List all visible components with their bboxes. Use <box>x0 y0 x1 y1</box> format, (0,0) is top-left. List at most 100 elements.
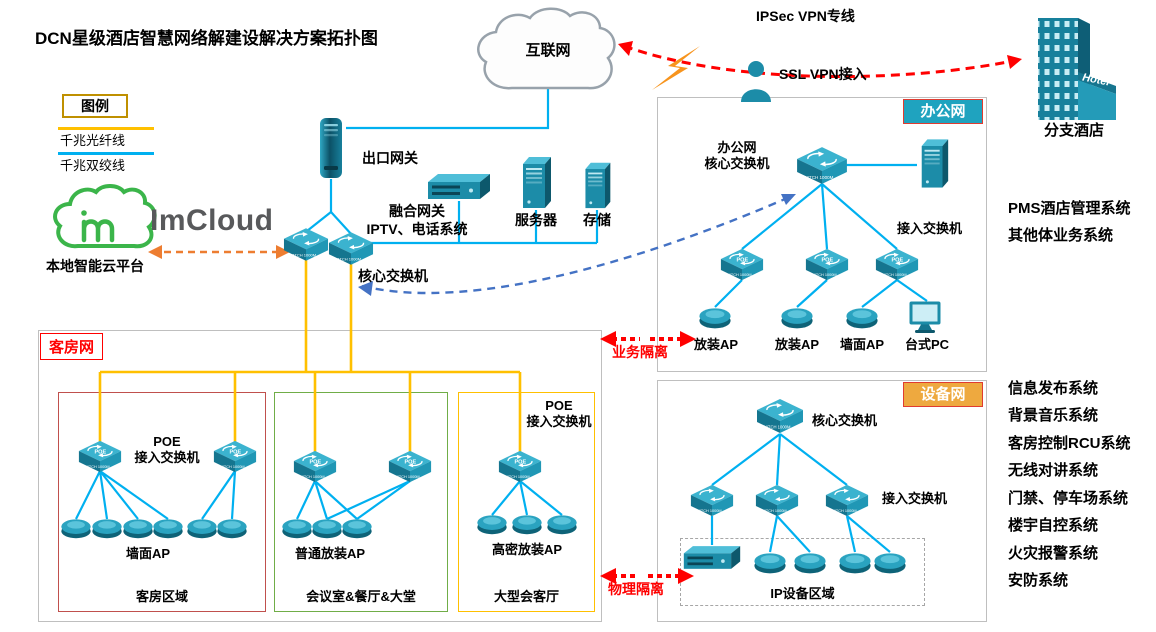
guest-poe-switch-5-icon <box>499 451 541 482</box>
office-network-title: 办公网 <box>903 99 983 124</box>
internet-cloud-icon <box>477 7 616 90</box>
storage-icon <box>585 162 611 209</box>
guest-zone2-box <box>274 392 448 612</box>
office-access-switch-label: 接入交换机 <box>897 221 963 236</box>
device-core-switch-icon <box>756 398 804 434</box>
guest-normal-ap-3-icon <box>342 519 372 539</box>
guest-wall-ap-5-icon <box>187 519 217 539</box>
ip-device-4-icon <box>874 553 906 574</box>
guest-zone3-name: 大型会客厅 <box>493 589 559 604</box>
guest-normal-ap-2-icon <box>312 519 342 539</box>
copper-lines <box>75 88 928 553</box>
guest-wall-ap-label: 墙面AP <box>125 546 171 561</box>
guest-normal-ap-1-icon <box>282 519 312 539</box>
cloud-platform-link <box>148 245 290 259</box>
core-switch-label: 核心交换机 <box>358 268 428 284</box>
guest-wall-ap-2-icon <box>92 519 122 539</box>
guest-poe-switch-label-2: POE 接入交换机 <box>526 398 592 430</box>
guest-zone2-name: 会议室&餐厅&大堂 <box>306 589 416 604</box>
device-system-3: 客房控制RCU系统 <box>1008 435 1131 452</box>
guest-dense-ap-2-icon <box>512 515 542 535</box>
guest-normal-ap-label: 普通放装AP <box>294 546 366 561</box>
device-system-8: 安防系统 <box>1008 572 1069 589</box>
ip-device-1-icon <box>754 553 786 574</box>
device-system-1: 信息发布系统 <box>1008 380 1099 397</box>
business-isolation-label: 业务隔离 <box>612 344 668 360</box>
legend-title: 图例 <box>62 94 128 118</box>
physical-isolation-arrowhead-right <box>678 568 694 584</box>
ssl-vpn-label: SSL VPN接入 <box>779 66 867 82</box>
guest-zone1-name: 客房区域 <box>135 589 188 604</box>
legend-fiber-line <box>58 127 154 130</box>
guest-poe-switch-3-icon <box>294 451 336 482</box>
office-access-switch-3-icon <box>876 249 918 280</box>
office-network-box <box>657 97 987 372</box>
exit-gateway-icon <box>320 118 342 178</box>
guest-poe-switch-4-icon <box>389 451 431 482</box>
fusion-gateway-icon <box>428 174 490 199</box>
device-access-switch-1-icon <box>690 484 734 517</box>
device-system-2: 背景音乐系统 <box>1008 407 1099 424</box>
business-isolation-arrowhead-left <box>600 331 616 347</box>
office-ap1-label: 放装AP <box>693 337 739 352</box>
branch-hotel-building-icon <box>1038 18 1116 120</box>
office-core-switch-label: 办公网 核心交换机 <box>704 140 770 172</box>
ipsec-vpn-link <box>618 41 1022 79</box>
imcloud-logo-icon <box>53 184 157 249</box>
office-core-dashed-link <box>358 194 796 296</box>
fusion-gateway-label: 融合网关 IPTV、电话系统 <box>366 203 468 237</box>
device-access-switch-3-icon <box>825 484 869 517</box>
cloud-platform-label: 本地智能云平台 <box>46 258 144 274</box>
office-ap2-label: 放装AP <box>774 337 820 352</box>
guest-zone3-box <box>458 392 595 612</box>
office-system-2: 其他体业务系统 <box>1008 227 1114 244</box>
device-system-7: 火灾报警系统 <box>1008 545 1099 562</box>
ip-device-area-label: IP设备区域 <box>770 586 835 601</box>
guest-network-box <box>38 330 602 622</box>
office-pc-label: 台式PC <box>904 337 950 352</box>
storage-label: 存储 <box>583 212 611 228</box>
guest-network-title: 客房网 <box>40 333 104 360</box>
legend-fiber-label: 千兆光纤线 <box>60 133 126 148</box>
device-network-title: 设备网 <box>903 382 983 407</box>
guest-wall-ap-6-icon <box>217 519 247 539</box>
server-label: 服务器 <box>515 212 557 228</box>
branch-hotel-label: 分支酒店 <box>1043 122 1104 139</box>
business-isolation-arrowhead-right <box>680 331 696 347</box>
guest-dense-ap-3-icon <box>547 515 577 535</box>
device-access-switch-2-icon <box>755 484 799 517</box>
office-access-switch-1-icon <box>721 249 763 280</box>
fiber-lines <box>98 259 522 452</box>
office-wall-ap-label: 墙面AP <box>839 337 885 352</box>
ipsec-vpn-label: IPSec VPN专线 <box>756 8 855 24</box>
legend-copper-line <box>58 152 154 155</box>
device-network-box <box>657 380 987 622</box>
physical-isolation-label: 物理隔离 <box>608 581 664 597</box>
office-system-1: PMS酒店管理系统 <box>1008 200 1131 217</box>
guest-wall-ap-3-icon <box>123 519 153 539</box>
physical-isolation-arrowhead-left <box>600 568 616 584</box>
guest-poe-switch-2-icon <box>214 441 256 472</box>
device-access-switch-label: 接入交换机 <box>882 491 948 506</box>
legend-copper-label: 千兆双绞线 <box>60 158 126 173</box>
office-ap-2-icon <box>781 308 813 329</box>
ip-device-2-icon <box>794 553 826 574</box>
device-system-4: 无线对讲系统 <box>1008 462 1099 479</box>
ssl-vpn-person-icon <box>741 61 771 102</box>
office-access-switch-2-icon <box>806 249 848 280</box>
server-icon <box>523 157 551 208</box>
ip-device-rack-icon <box>683 546 741 569</box>
guest-wall-ap-1-icon <box>61 519 91 539</box>
core-switch-1-icon <box>283 227 329 262</box>
page-title: DCN星级酒店智慧网络解建设解决方案拓扑图 <box>35 29 378 48</box>
ip-device-3-icon <box>839 553 871 574</box>
office-pc-icon <box>909 301 941 333</box>
guest-zone1-box <box>58 392 266 612</box>
guest-wall-ap-4-icon <box>153 519 183 539</box>
office-ap-1-icon <box>699 308 731 329</box>
imcloud-logo-text: ImCloud <box>150 204 274 237</box>
exit-gateway-label: 出口网关 <box>362 150 418 166</box>
device-system-5: 门禁、停车场系统 <box>1008 490 1129 507</box>
